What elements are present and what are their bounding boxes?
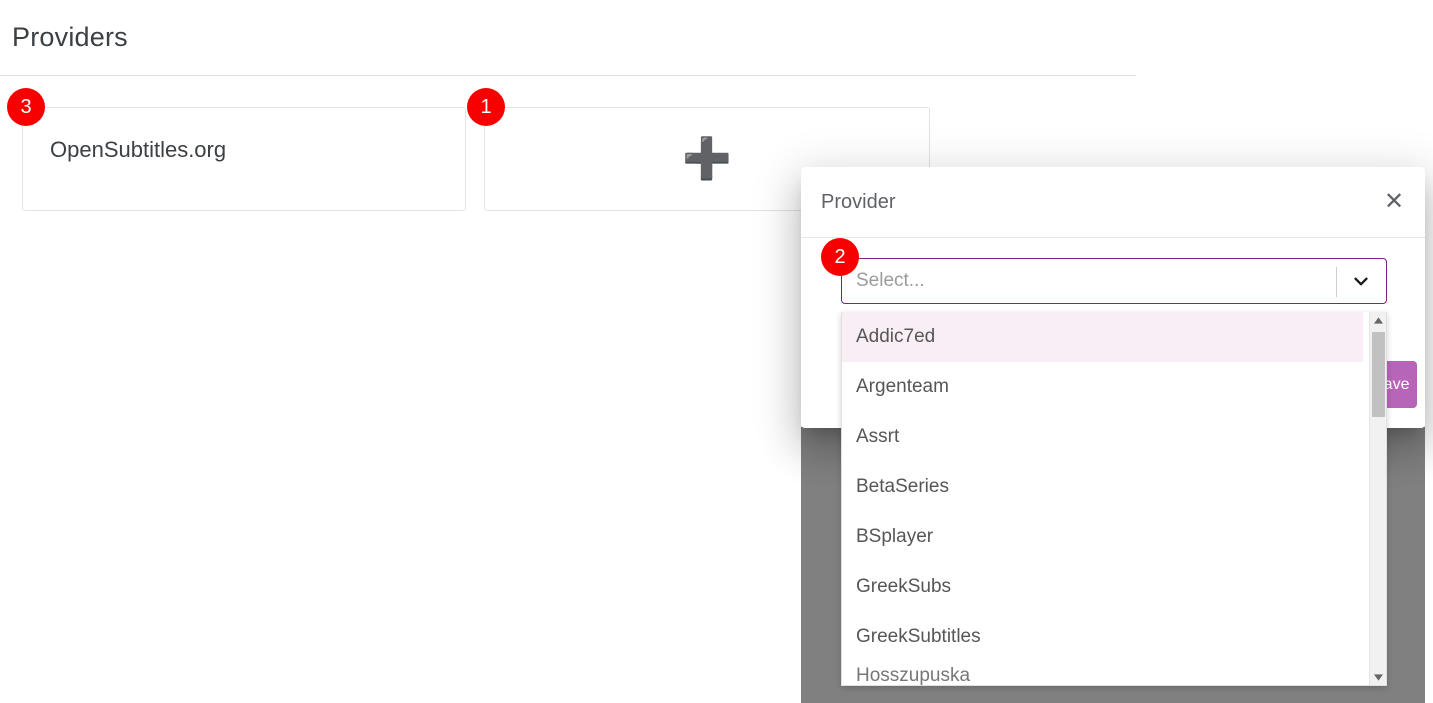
- provider-select[interactable]: Select...: [841, 258, 1387, 304]
- list-item[interactable]: Argenteam: [842, 362, 1363, 412]
- title-divider: [0, 75, 1136, 76]
- list-item[interactable]: GreekSubs: [842, 562, 1363, 612]
- dialog-title: Provider: [821, 191, 896, 213]
- add-provider-card[interactable]: ➕: [484, 107, 930, 211]
- provider-options-list: Addic7ed Argenteam Assrt BetaSeries BSpl…: [842, 312, 1363, 685]
- provider-card-opensubtitles[interactable]: OpenSubtitles.org: [22, 107, 466, 211]
- dropdown-scrollbar[interactable]: [1369, 312, 1386, 685]
- chevron-down-icon[interactable]: [1348, 268, 1374, 294]
- list-item[interactable]: BetaSeries: [842, 462, 1363, 512]
- scroll-up-icon[interactable]: [1370, 312, 1386, 329]
- page-title: Providers: [12, 22, 128, 52]
- list-item[interactable]: GreekSubtitles: [842, 612, 1363, 662]
- step-badge-3: 3: [7, 88, 45, 126]
- dialog-header: Provider ✕: [801, 167, 1425, 238]
- scroll-down-icon[interactable]: [1370, 669, 1386, 685]
- close-icon[interactable]: ✕: [1379, 187, 1409, 217]
- select-separator: [1336, 267, 1337, 297]
- list-item[interactable]: Addic7ed: [842, 312, 1363, 362]
- step-badge-2: 2: [821, 238, 859, 276]
- plus-icon: ➕: [682, 137, 732, 181]
- scrollbar-thumb[interactable]: [1372, 332, 1385, 417]
- list-item[interactable]: Assrt: [842, 412, 1363, 462]
- provider-card-label: OpenSubtitles.org: [50, 137, 227, 162]
- provider-options-dropdown: Addic7ed Argenteam Assrt BetaSeries BSpl…: [841, 312, 1387, 686]
- step-badge-1: 1: [467, 88, 505, 126]
- select-placeholder: Select...: [856, 270, 925, 291]
- list-item[interactable]: Hosszupuska: [842, 662, 1363, 685]
- list-item[interactable]: BSplayer: [842, 512, 1363, 562]
